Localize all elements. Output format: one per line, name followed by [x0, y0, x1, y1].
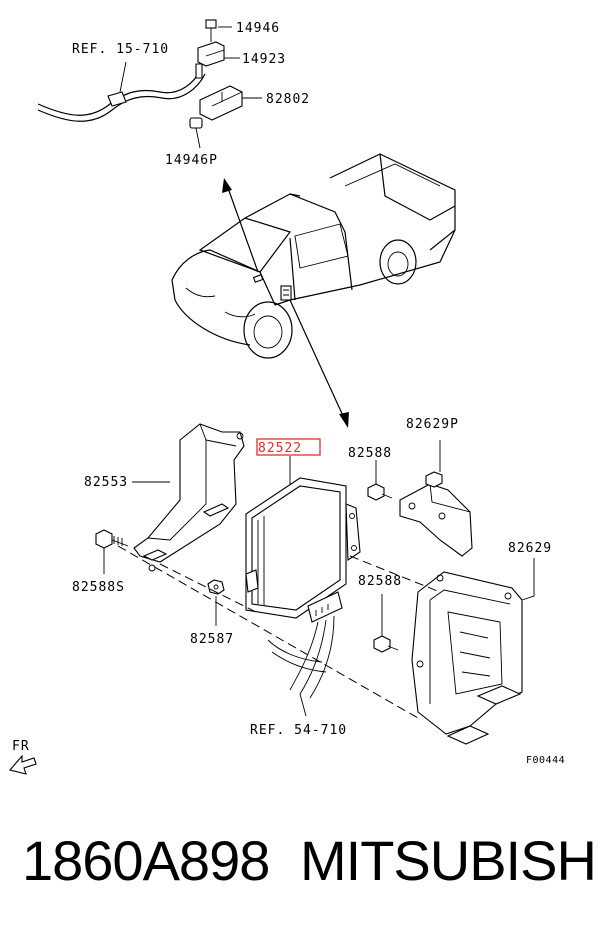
ecu-82522	[245, 438, 361, 717]
bolt-82588s	[95, 529, 129, 574]
label-82588-upper: 82588	[348, 446, 392, 461]
location-arrows	[222, 178, 349, 428]
label-14946: 14946	[236, 21, 280, 36]
brand-name: MITSUBISHI	[300, 829, 600, 892]
label-ref-54-710: REF. 54-710	[250, 723, 347, 738]
alignment-line-3	[349, 555, 441, 593]
alignment-line-1	[117, 545, 419, 719]
label-82522: 82522	[258, 441, 302, 456]
label-82553: 82553	[84, 475, 128, 490]
sensor-assembly	[37, 19, 262, 149]
bracket-82629p	[399, 440, 473, 557]
label-14946p: 14946P	[165, 153, 218, 168]
bracket-82553	[132, 423, 245, 572]
footer: 1860A898 MITSUBISHI	[0, 820, 600, 920]
label-82588s: 82588S	[72, 580, 125, 595]
label-82588-lower: 82588	[358, 574, 402, 589]
label-ref-15-710: REF. 15-710	[72, 42, 169, 57]
nut-82587	[207, 579, 225, 626]
arrow-left-icon	[9, 754, 37, 775]
parts-diagram: REF. 15-710 14946 14923 82802 14946P	[9, 19, 565, 775]
label-82802: 82802	[266, 92, 310, 107]
label-82629p: 82629P	[406, 417, 459, 432]
label-82629: 82629	[508, 541, 552, 556]
figure-code: F00444	[526, 755, 565, 766]
main-bracket-82629	[411, 558, 535, 745]
bolt-82588-lower	[373, 594, 399, 653]
label-82587: 82587	[190, 632, 234, 647]
bolt-82588-upper	[367, 460, 393, 501]
label-fr: FR	[12, 739, 30, 754]
alignment-line-2	[159, 563, 257, 613]
part-number: 1860A898	[22, 829, 270, 892]
highlight-box-82522	[256, 438, 321, 456]
pickup-truck-illustration	[171, 153, 456, 359]
front-direction-indicator: FR	[9, 739, 37, 775]
label-14923: 14923	[242, 52, 286, 67]
